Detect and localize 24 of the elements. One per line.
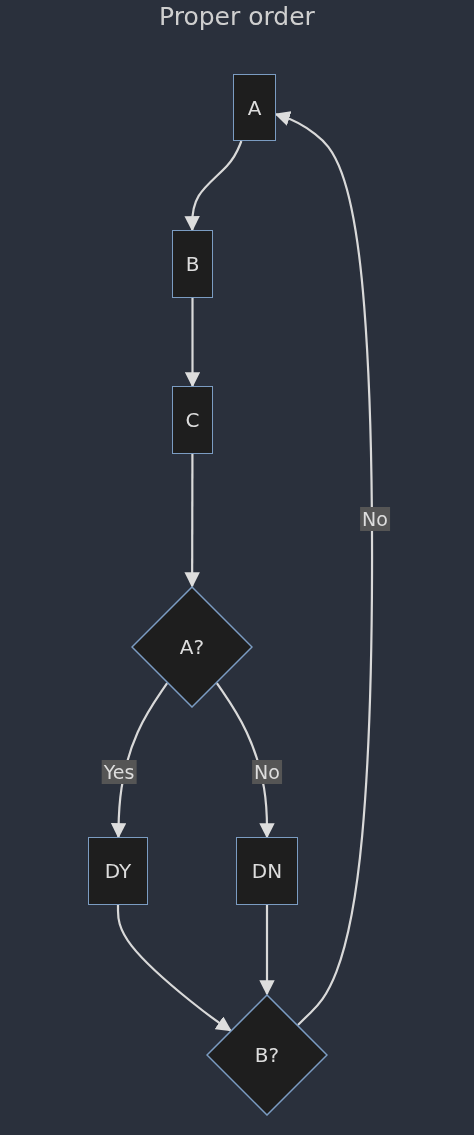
- process-box: [172, 230, 213, 298]
- decision-diamond: [131, 586, 253, 708]
- arrow: [274, 111, 374, 1026]
- node-label: B?: [254, 1043, 280, 1067]
- decision-diamond: [206, 994, 328, 1116]
- edge-label: Yes: [101, 760, 137, 784]
- arrow: [259, 905, 275, 996]
- node-label: A?: [179, 635, 205, 659]
- edge-label: No: [252, 760, 282, 784]
- node-label: B: [185, 252, 200, 276]
- process-box: [233, 74, 276, 141]
- process-box: [172, 386, 213, 454]
- arrow: [116, 905, 232, 1032]
- arrow: [184, 454, 200, 588]
- arrow: [184, 140, 243, 232]
- node-label: DN: [251, 859, 283, 883]
- diagram-title: Proper order: [158, 2, 316, 31]
- edge-label: No: [360, 507, 390, 531]
- node-label: C: [185, 408, 200, 432]
- node-label: A: [247, 95, 262, 120]
- node-label: DY: [104, 859, 132, 883]
- process-box: [236, 837, 298, 905]
- process-box: [88, 837, 148, 905]
- arrow: [184, 298, 201, 388]
